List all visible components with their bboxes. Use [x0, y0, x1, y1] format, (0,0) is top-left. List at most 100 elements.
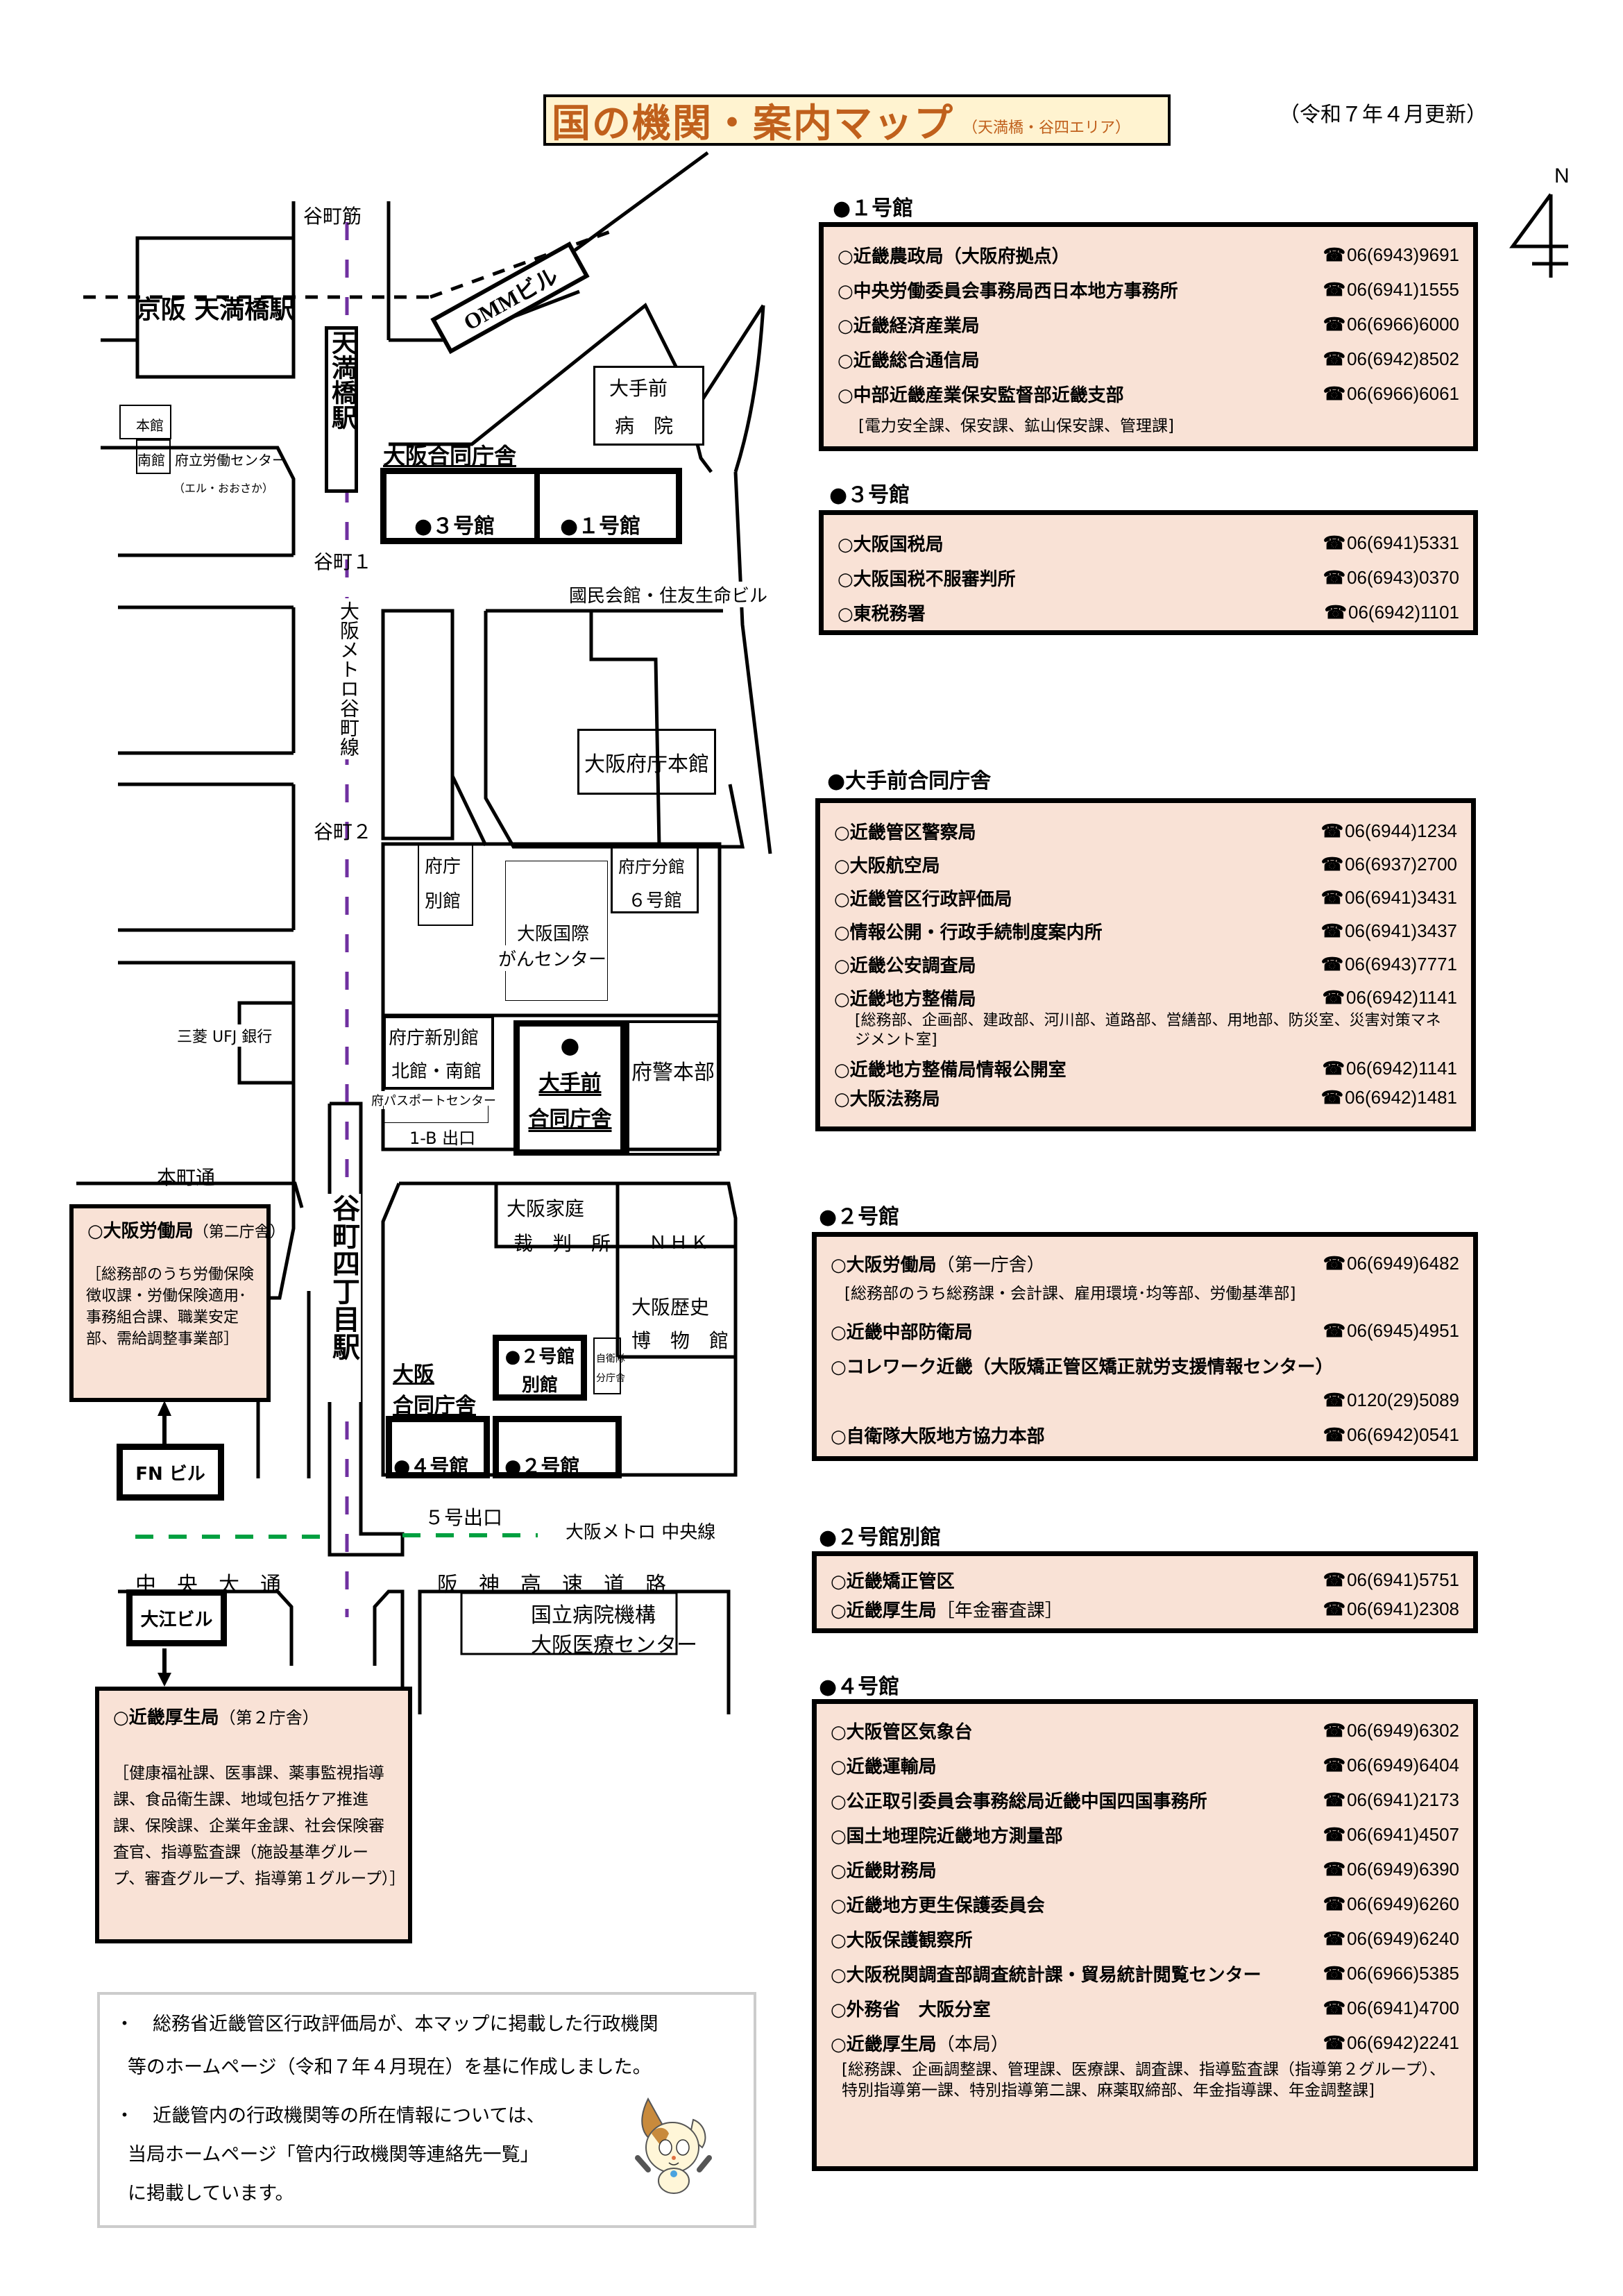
list-item: ○国土地理院近畿地方測量部☎06(6941)4507: [831, 1823, 1459, 1847]
panel-bldg3: ○大阪国税局☎06(6941)5331 ○大阪国税不服審判所☎06(6943)0…: [819, 510, 1478, 635]
mufg-bank-label: 三菱 UFJ 銀行: [177, 1024, 273, 1047]
cancer-center-label-2: がんセンター: [498, 945, 607, 971]
family-court-label-2: 裁 判 所: [513, 1232, 611, 1255]
phone-icon: ☎: [1323, 1997, 1346, 2018]
list-item: ○外務省 大阪分室☎06(6941)4700: [831, 1997, 1459, 2020]
phone-icon: ☎: [1323, 1754, 1346, 1775]
section-heading-bldg3: ●３号館: [829, 483, 910, 507]
history-museum-label-2: 博 物 館: [631, 1329, 729, 1352]
panel-bldg2-annex: ○近畿矯正管区☎06(6941)5751 ○近畿厚生局［年金審査課］☎06(69…: [812, 1551, 1478, 1633]
building-2-annex-box: ●２号館 別館: [493, 1335, 587, 1401]
family-court-label-1: 大阪家庭: [507, 1197, 585, 1220]
list-item: ○大阪税関調査部調査統計課・貿易統計閲覧センター☎06(6966)5385: [831, 1962, 1459, 1986]
cancer-center-label-1: 大阪国際: [517, 920, 590, 945]
section-heading-bldg4: ●４号館: [819, 1675, 900, 1699]
phone-icon: ☎: [1323, 1962, 1346, 1984]
passport-center-label: 府パスポートセンター: [371, 1091, 496, 1109]
tenmabashi-station: 天満橋駅: [325, 326, 358, 493]
page-title-box: 国の機関・案内マップ （天満橋・谷四エリア）: [543, 94, 1171, 146]
list-item: ○近畿管区行政評価局☎06(6941)3431: [834, 886, 1457, 910]
footer-bullet-2-line-1: ・ 近畿管内の行政機関等の所在情報については、: [115, 2105, 545, 2127]
tanimachi-line-label: 大阪メトロ谷町線: [334, 598, 362, 759]
street-tanimachi-suji: 谷町筋: [303, 205, 362, 228]
list-item: ○大阪航空局☎06(6937)2700: [834, 853, 1457, 877]
phone-icon: ☎: [1320, 920, 1344, 941]
list-item: ○大阪保護観察所☎06(6949)6240: [831, 1927, 1459, 1951]
section-heading-bldg2: ●２号館: [819, 1205, 900, 1229]
phone-icon: ☎: [1320, 953, 1344, 974]
list-item: ○近畿厚生局（本局）☎06(6942)2241: [831, 2032, 1459, 2055]
phone-icon: ☎: [1323, 1927, 1346, 1949]
osaka-godo2-label-1: 大阪: [393, 1362, 434, 1387]
list-item: ○大阪国税局☎06(6941)5331: [838, 532, 1459, 555]
list-item: ○中央労働委員会事務局西日本地方事務所☎06(6941)1555: [838, 278, 1459, 302]
labor-center-label: 府立労働センター: [175, 452, 286, 469]
list-item: ○近畿財務局☎06(6949)6390: [831, 1858, 1459, 1882]
panel-bldg4: ○大阪管区気象台☎06(6949)6302 ○近畿運輸局☎06(6949)640…: [812, 1699, 1478, 2171]
phone-icon: ☎: [1323, 2032, 1346, 2053]
page-title: 国の機関・案内マップ: [552, 101, 954, 146]
page-subtitle: （天満橋・谷四エリア）: [962, 119, 1131, 137]
list-item: ○大阪管区気象台☎06(6949)6302: [831, 1719, 1459, 1743]
building-4-box: ●４号館: [386, 1416, 490, 1478]
updated-date: （令和７年４月更新）: [1279, 103, 1487, 127]
phone-icon: ☎: [1323, 1789, 1346, 1810]
street-tanimachi-1: 谷町１: [314, 550, 373, 573]
phone-icon: ☎: [1320, 886, 1344, 908]
section-heading-bldg1: ●１号館: [833, 196, 914, 221]
list-item: ○大阪国税不服審判所☎06(6943)0370: [838, 566, 1459, 590]
phone-icon: ☎: [1323, 278, 1346, 300]
phone-icon: ☎: [1323, 532, 1346, 553]
list-item: ○コレワーク近畿（大阪矯正管区矯正就労支援情報センター）: [831, 1356, 1334, 1378]
list-item: ○近畿運輸局☎06(6949)6404: [831, 1754, 1459, 1778]
tenmabashi-station-label: 天満橋駅: [328, 330, 356, 430]
oe-building: 大江ビル: [126, 1589, 227, 1646]
phone-icon: ☎: [1320, 1086, 1344, 1108]
phone-icon: ☎: [1323, 1823, 1346, 1845]
list-item: ○近畿中部防衛局☎06(6945)4951: [831, 1319, 1459, 1343]
phone-icon: ☎: [1320, 853, 1344, 875]
list-item: ○近畿総合通信局☎06(6942)8502: [838, 348, 1459, 371]
building-1-label: ●１号館: [560, 514, 641, 539]
nhk-label: ＮＨＫ: [649, 1233, 712, 1253]
section-heading-bldg2-annex: ●２号館別館: [819, 1526, 942, 1550]
section-heading-otemae: ●大手前合同庁舎: [827, 769, 992, 793]
panel-otemae: ○近畿管区警察局☎06(6944)1234 ○大阪航空局☎06(6937)270…: [815, 798, 1476, 1131]
list-item: ○近畿厚生局［年金審査課］☎06(6941)2308: [831, 1598, 1459, 1621]
phone-icon: ☎: [1323, 1598, 1346, 1619]
honkan-box: 本館: [119, 405, 171, 439]
nho-label-2: 大阪医療センター: [531, 1633, 697, 1657]
building-2-box: ●２号館: [493, 1416, 622, 1478]
police-hq-box: [627, 1020, 720, 1156]
list-item: ○自衛隊大阪地方協力本部☎06(6942)0541: [831, 1424, 1459, 1447]
sdf-branch-box: 自衛隊 分庁舎: [593, 1337, 625, 1394]
phone-icon: ☎: [1323, 1252, 1346, 1274]
list-item: ○近畿地方更生保護委員会☎06(6949)6260: [831, 1893, 1459, 1916]
nho-label-1: 国立病院機構: [531, 1603, 656, 1628]
list-item: ○近畿矯正管区☎06(6941)5751: [831, 1569, 1459, 1592]
phone-icon: ☎: [1323, 1719, 1346, 1741]
phone-icon: ☎: [1323, 1893, 1346, 1914]
osaka-godo2-label-2: 合同庁舎: [393, 1394, 476, 1418]
phone-icon: ☎: [1323, 244, 1346, 265]
list-item: ○近畿公安調査局☎06(6943)7771: [834, 953, 1457, 977]
footer-note-box: ・ 総務省近畿管区行政評価局が、本マップに掲載した行政機関 等のホームページ（令…: [97, 1992, 756, 2228]
labor-center-sublabel: （エル・おおさか）: [173, 482, 274, 495]
phone-icon: ☎: [1323, 382, 1346, 404]
pref-main-building: 大阪府庁本館: [577, 729, 716, 795]
phone-icon: ☎: [1323, 1319, 1346, 1341]
phone-icon: ☎: [1323, 313, 1346, 335]
keihan-tenmabashi-station: 京阪 天満橋駅: [135, 295, 295, 324]
list-item: ○近畿経済産業局☎06(6966)6000: [838, 313, 1459, 337]
phone-icon: ☎: [1323, 348, 1346, 369]
street-hanshin-expressway: 阪 神 高 速 道 路: [437, 1573, 666, 1597]
pref-annex: 府庁 別館: [418, 844, 473, 926]
phone-icon: ☎: [1323, 1389, 1346, 1410]
history-museum-label-1: 大阪歴史: [631, 1296, 710, 1319]
phone-icon: ☎: [1323, 1424, 1346, 1445]
fn-building: FN ビル: [117, 1444, 224, 1501]
callout-labor-bureau-2: ○大阪労働局（第二庁舎） ［総務部のうち労働保険徴収課・労働保険適用･事務組合課…: [69, 1204, 285, 1402]
exit-5-label: ５号出口: [425, 1506, 503, 1529]
footer-bullet-1-line-1: ・ 総務省近畿管区行政評価局が、本マップに掲載した行政機関: [115, 2014, 658, 2035]
chuo-line-label: 大阪メトロ 中央線: [566, 1522, 716, 1543]
